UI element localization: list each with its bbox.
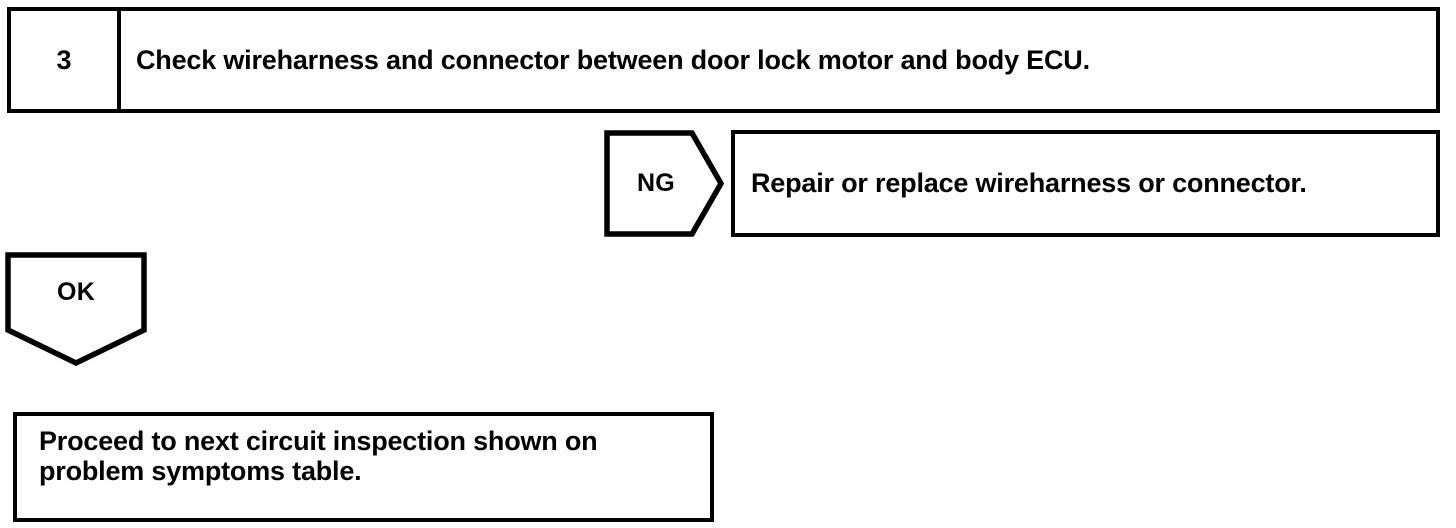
ng-branch-arrow: NG	[604, 130, 724, 237]
ok-result-box: Proceed to next circuit inspection shown…	[13, 412, 714, 522]
step-number-cell: 3	[11, 11, 121, 109]
step-instruction-cell: Check wireharness and connector between …	[121, 11, 1436, 109]
ok-branch-label: OK	[57, 277, 95, 306]
step-instruction: Check wireharness and connector between …	[136, 44, 1090, 75]
ok-branch-arrow: OK	[5, 252, 147, 366]
ng-branch-label: NG	[637, 169, 675, 197]
step-row: 3 Check wireharness and connector betwee…	[7, 7, 1440, 113]
ng-result-box: Repair or replace wireharness or connect…	[731, 130, 1440, 237]
ok-arrow-icon	[5, 252, 147, 366]
ng-arrow-icon	[604, 130, 724, 237]
step-number: 3	[56, 44, 72, 75]
ng-result-text: Repair or replace wireharness or connect…	[751, 168, 1307, 198]
ok-result-text: Proceed to next circuit inspection shown…	[39, 426, 598, 486]
